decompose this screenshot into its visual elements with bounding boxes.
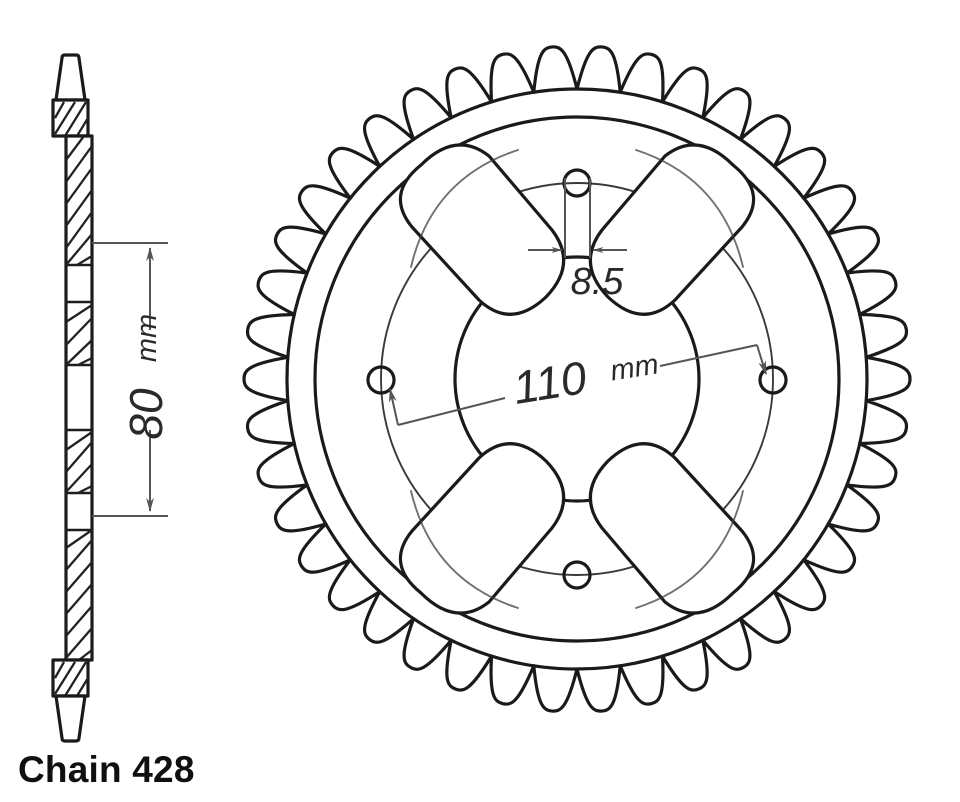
thickness-value-label: 80 <box>120 388 172 440</box>
front-face-view <box>242 45 912 713</box>
side-view-top-tooth <box>54 53 87 102</box>
pcd-unit-label: mm <box>608 348 661 387</box>
bolt-holes <box>366 168 788 590</box>
bolt-circle-pcd <box>380 182 774 576</box>
side-view-lower-mid-hatch <box>65 431 93 495</box>
pcd-leader-right <box>756 344 767 375</box>
side-view-bottom-tooth <box>54 694 87 743</box>
lightening-hole-inner-arcs <box>410 149 744 609</box>
sprocket-root-circle <box>285 87 869 671</box>
lightening-hole-top-right <box>588 143 756 316</box>
pcd-dimension: 110 mm <box>389 344 767 426</box>
bolt-hole-right <box>758 365 788 395</box>
sprocket-rim-circle <box>313 115 841 643</box>
side-section-view <box>51 53 94 743</box>
pcd-value-label: 110 <box>509 351 590 414</box>
pcd-dimension-line-right <box>659 344 758 367</box>
bolt-hole-dimension: 8.5 <box>528 178 627 303</box>
lightening-hole-top-left <box>398 143 566 316</box>
side-view-mid-segment-hatch <box>65 304 93 367</box>
side-view-top-head-hatch <box>53 101 89 137</box>
chain-caption-label: Chain 428 <box>18 749 195 790</box>
lightening-hole-bottom-left <box>398 442 566 615</box>
bolt-hole-bottom <box>562 560 592 590</box>
thickness-unit-label: mm <box>131 314 163 362</box>
thickness-dimension: 80 mm <box>92 242 172 517</box>
lightening-holes <box>398 143 756 615</box>
side-view-bottom-head <box>51 658 90 698</box>
side-view-lower-segment-hatch <box>65 529 93 661</box>
side-view-upper-shank-hatch <box>65 135 93 266</box>
bolt-hole-left <box>366 365 396 395</box>
side-view-bottom-head-hatch <box>53 661 89 697</box>
pcd-dimension-line-left <box>397 397 506 426</box>
bolt-hole-value-label: 8.5 <box>571 261 625 303</box>
side-view-body-outline <box>64 134 94 662</box>
pcd-leader-left <box>389 388 399 426</box>
sprocket-center-bore <box>453 255 701 503</box>
lightening-hole-bottom-right <box>588 442 756 615</box>
